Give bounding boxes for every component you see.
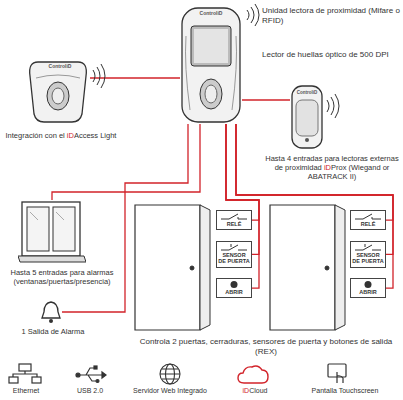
access-terminal: Unidad lectora de proximidad (Mifare o R… — [180, 6, 242, 124]
wire-line — [226, 124, 259, 220]
alarm-bell — [40, 300, 62, 324]
sensor-symbol — [353, 243, 383, 252]
device-caption: Lector de huellas óptico de 500 DPI — [262, 50, 400, 60]
device-node: 1 Salida de Alarma — [40, 300, 62, 324]
io-label: RELÉ — [352, 221, 384, 227]
globe-icon — [160, 364, 180, 384]
io-box: SENSOR DE PUERTA — [216, 241, 252, 268]
io-label: RELÉ — [218, 221, 250, 227]
io-box: ABRIR — [350, 278, 386, 298]
feature-label: iDCloud — [225, 387, 285, 395]
device-node: Hasta 5 entradas para alarmas (ventanas/… — [18, 200, 86, 266]
io-label: ABRIR — [352, 289, 384, 295]
device-caption: Hasta 4 entradas para lectoras externas … — [264, 154, 400, 181]
logo-text: ControliD — [38, 63, 82, 69]
wire-line — [90, 77, 180, 78]
button-symbol — [353, 280, 383, 289]
device-caption: 1 Salida de Alarma — [3, 327, 103, 336]
device-caption: Hasta 5 entradas para alarmas (ventanas/… — [3, 268, 121, 286]
feature-label: USB 2.0 — [66, 387, 114, 395]
feature-label: Ethernet — [2, 387, 50, 395]
brand-accent: iD — [67, 131, 74, 140]
io-box: RELÉ — [216, 210, 252, 230]
door — [135, 205, 210, 330]
wire — [226, 124, 259, 220]
ethernet-icon — [9, 364, 41, 383]
wire — [226, 124, 259, 254]
sensor-symbol — [219, 243, 249, 252]
button-symbol — [219, 280, 249, 289]
io-box: ABRIR — [216, 278, 252, 298]
io-label: ABRIR — [218, 289, 250, 295]
logo-text: ControliD — [291, 90, 323, 95]
device-caption: Integración con el iDAccess Light — [3, 131, 119, 140]
wire — [90, 78, 180, 79]
relay-symbol — [219, 212, 249, 221]
touch-icon — [328, 364, 346, 383]
brand-accent: iD — [324, 163, 331, 172]
io-label: SENSOR DE PUERTA — [352, 252, 384, 265]
relay-symbol — [353, 212, 383, 221]
wire-line — [242, 99, 290, 100]
cloud-icon — [238, 366, 268, 383]
feature-label: Servidor Web Integrado — [125, 387, 215, 395]
io-box: SENSOR DE PUERTA — [350, 241, 386, 268]
device-caption: Unidad lectora de proximidad (Mifare o R… — [262, 6, 400, 25]
wire-line — [226, 124, 259, 254]
caption: Controla 2 puertas, cerraduras, sensores… — [135, 337, 397, 356]
brand-accent: iD — [243, 387, 250, 394]
io-label: SENSOR DE PUERTA — [218, 252, 250, 265]
door — [270, 205, 345, 330]
io-box: RELÉ — [350, 210, 386, 230]
logo-text: ControliD — [190, 10, 232, 16]
access-terminal — [180, 6, 242, 124]
window — [18, 200, 86, 266]
feature-label: Pantalla Touchscreen — [300, 387, 390, 395]
wire — [242, 100, 290, 101]
usb-icon — [76, 366, 106, 383]
